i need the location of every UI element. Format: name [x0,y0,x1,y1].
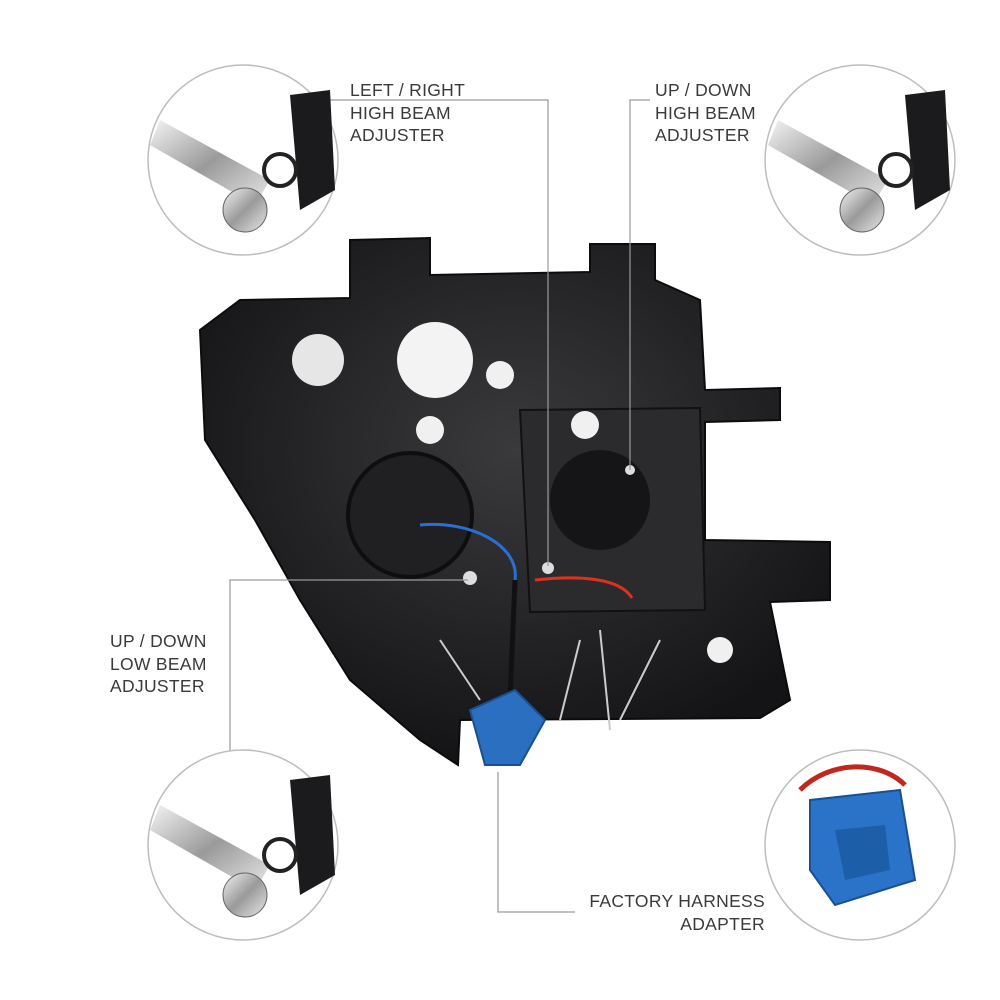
label-line: LEFT / RIGHT [350,80,466,100]
label-factory-harness-adapter: FACTORY HARNESS ADAPTER [589,890,765,935]
label-left-right-high-beam-adjuster: LEFT / RIGHT HIGH BEAM ADJUSTER [350,79,465,147]
label-up-down-low-beam-adjuster: UP / DOWN LOW BEAM ADJUSTER [110,630,207,698]
label-line: ADAPTER [680,913,765,934]
label-line: HIGH BEAM [350,102,451,123]
label-line: UP / DOWN [110,631,207,651]
detail-circle-ud-high [764,64,956,256]
label-up-down-high-beam-adjuster: UP / DOWN HIGH BEAM ADJUSTER [655,79,756,147]
label-line: ADJUSTER [110,676,205,696]
headlight-housing [198,236,831,767]
label-line: ADJUSTER [655,125,750,145]
detail-circle-harness [764,749,956,941]
label-line: FACTORY HARNESS [589,891,765,911]
harness-connector [468,688,547,766]
detail-circle-ud-low [147,749,339,941]
label-line: HIGH BEAM [655,102,756,123]
label-line: UP / DOWN [655,80,752,100]
callout-lines [229,99,650,913]
label-line: LOW BEAM [110,653,207,674]
detail-circle-lr-high [147,64,339,256]
label-line: ADJUSTER [350,125,445,145]
